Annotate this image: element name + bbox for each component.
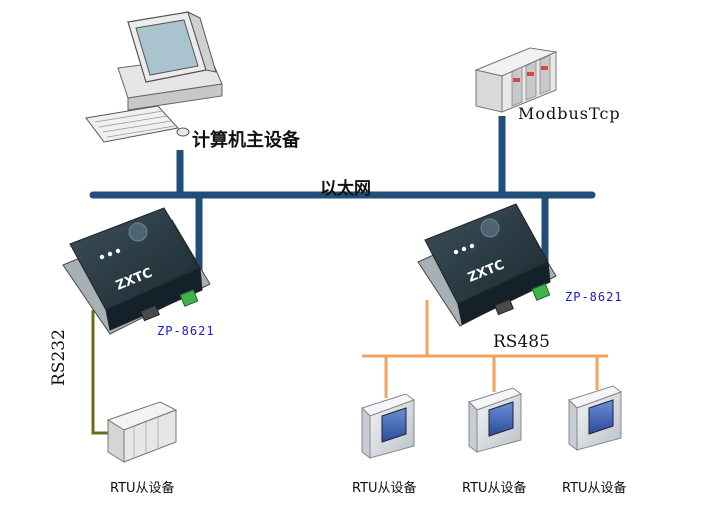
rs485-label: RS485 bbox=[493, 332, 550, 352]
rtu-label: RTU从设备 bbox=[110, 481, 175, 496]
rtu-label: RTU从设备 bbox=[352, 481, 417, 496]
rs485-bus bbox=[362, 300, 608, 398]
serial-device-server-icon: ZXTC bbox=[417, 203, 557, 327]
rs232-label: RS232 bbox=[49, 329, 69, 386]
rtu-panel-icon bbox=[468, 387, 523, 453]
host-label: 计算机主设备 bbox=[192, 130, 300, 151]
server-left-label: ZP-8621 bbox=[157, 324, 215, 338]
server-right-label: ZP-8621 bbox=[565, 290, 623, 304]
rtu-panel-icon bbox=[361, 393, 416, 459]
modbus-label: ModbusTcp bbox=[518, 104, 621, 123]
ethernet-label: 以太网 bbox=[320, 179, 371, 199]
plc-module-icon bbox=[106, 401, 178, 463]
ethernet-bus bbox=[89, 116, 596, 272]
rs232-line bbox=[91, 310, 112, 435]
plc-rack-icon bbox=[474, 47, 558, 113]
desktop-computer-icon bbox=[85, 11, 223, 143]
rtu-label: RTU从设备 bbox=[462, 481, 527, 496]
serial-device-server-icon: ZXTC bbox=[62, 207, 211, 335]
rtu-label: RTU从设备 bbox=[562, 481, 627, 496]
rtu-panel-icon bbox=[568, 385, 623, 451]
